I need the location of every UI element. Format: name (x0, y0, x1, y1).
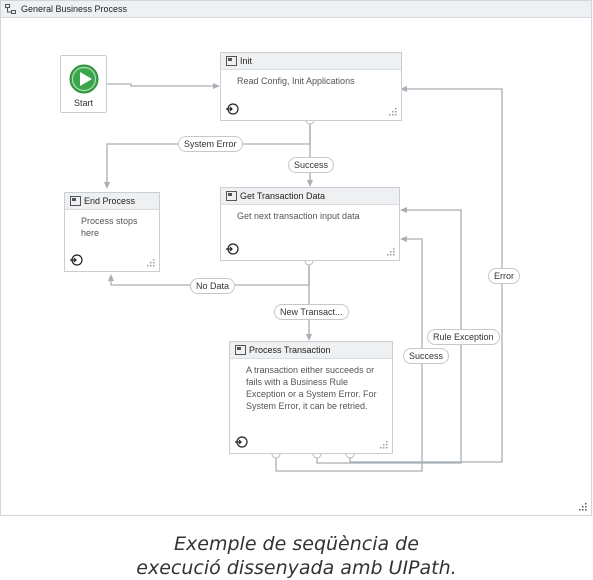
state-init-header: Init (221, 53, 401, 70)
state-process-transaction[interactable]: Process Transaction A transaction either… (229, 341, 393, 454)
state-get-title: Get Transaction Data (240, 191, 326, 201)
transition-label-rule-exception[interactable]: Rule Exception (427, 329, 500, 345)
state-process-description: A transaction either succeeds or fails w… (246, 365, 377, 411)
designer-titlebar: General Business Process (1, 1, 591, 18)
caption-line-1: Exemple de seqüència de (174, 533, 419, 555)
state-get-header: Get Transaction Data (221, 188, 399, 205)
transition-label-success-loop[interactable]: Success (403, 348, 450, 364)
final-state-icon (70, 196, 81, 206)
resize-grip-icon[interactable] (387, 248, 395, 256)
edge-error-loop (349, 88, 503, 463)
transition-label-new-transaction[interactable]: New Transact... (274, 304, 349, 320)
play-icon (69, 64, 99, 94)
transition-label-no-data[interactable]: No Data (190, 278, 236, 294)
entry-icon (226, 103, 239, 115)
transition-label-error[interactable]: Error (488, 268, 520, 284)
transition-label-system-error[interactable]: System Error (178, 136, 243, 152)
state-init[interactable]: Init Read Config, Init Applications (220, 52, 402, 121)
state-init-title: Init (240, 56, 253, 66)
state-get-transaction[interactable]: Get Transaction Data Get next transactio… (220, 187, 400, 261)
state-icon (235, 345, 246, 355)
resize-grip-icon[interactable] (389, 108, 397, 116)
entry-icon (235, 436, 248, 448)
state-icon (226, 191, 237, 201)
state-end-title: End Process (84, 196, 136, 206)
state-process-title: Process Transaction (249, 345, 331, 355)
state-init-description: Read Config, Init Applications (237, 76, 355, 86)
state-end-description: Process stops here (81, 216, 138, 238)
edge-success-loop (275, 238, 423, 472)
state-end-header: End Process (65, 193, 159, 210)
resize-grip-icon[interactable] (380, 441, 388, 449)
edge-rule-exception-loop (316, 209, 462, 464)
entry-icon (70, 254, 83, 266)
start-label: Start (73, 98, 93, 108)
edge-system-error (106, 121, 311, 183)
state-process-header: Process Transaction (230, 342, 392, 359)
resize-grip-icon[interactable] (147, 259, 155, 267)
state-get-description: Get next transaction input data (237, 211, 360, 221)
caption-line-2: execució dissenyada amb UIPath. (136, 557, 457, 579)
state-end-process[interactable]: End Process Process stops here (64, 192, 160, 272)
edge-start-init (107, 83, 215, 87)
entry-icon (226, 243, 239, 255)
figure-caption: Exemple de seqüència de execució disseny… (0, 532, 593, 580)
transition-label-success[interactable]: Success (288, 157, 335, 173)
designer-title: General Business Process (21, 4, 128, 14)
designer-resize-grip-icon[interactable] (579, 503, 587, 511)
state-icon (226, 56, 237, 66)
start-node[interactable]: Start (60, 55, 107, 113)
flowchart-icon (5, 4, 16, 14)
workflow-designer: General Business Process (0, 0, 592, 516)
